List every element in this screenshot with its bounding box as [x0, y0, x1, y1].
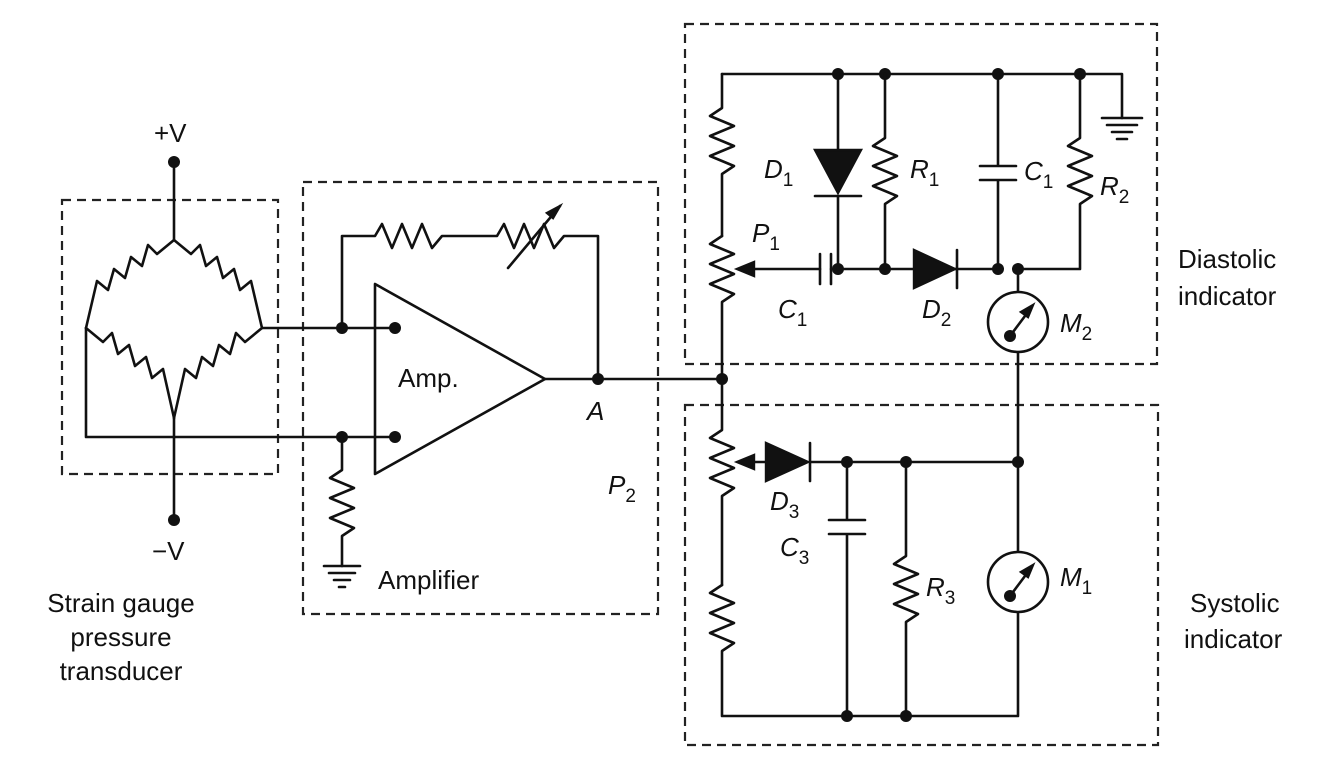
- m2-label: M2: [1060, 308, 1092, 345]
- op-amp-triangle: [373, 282, 547, 476]
- d3-label: D3: [770, 486, 799, 523]
- transducer-caption-line2: pressure: [70, 622, 171, 652]
- diastolic-circuit: [708, 68, 1144, 464]
- c3-label: C3: [780, 532, 809, 569]
- systolic-circuit: [708, 377, 1050, 722]
- r2-label: R2: [1100, 171, 1129, 208]
- d2-label: D2: [922, 294, 951, 331]
- negative-supply-label: −V: [152, 536, 185, 566]
- diastolic-caption-line2: indicator: [1178, 281, 1277, 311]
- amp-symbol-label: Amp.: [398, 363, 459, 393]
- p2-label: P2: [608, 470, 636, 507]
- amplifier-stage: [322, 202, 724, 589]
- c1-series-label: C1: [778, 294, 807, 331]
- amplifier-box: [301, 180, 660, 616]
- positive-supply-label: +V: [154, 118, 187, 148]
- diastolic-caption-line1: Diastolic: [1178, 244, 1276, 274]
- meter-m2: [986, 290, 1050, 354]
- d1-label: D1: [764, 154, 793, 191]
- p1-label: P1: [752, 218, 780, 255]
- meter-m1: [986, 550, 1050, 614]
- transducer-caption-line1: Strain gauge: [47, 588, 194, 618]
- systolic-caption-line2: indicator: [1184, 624, 1283, 654]
- strain-gauge-bridge: [84, 156, 344, 526]
- r1-label: R1: [910, 154, 939, 191]
- amplifier-caption: Amplifier: [378, 565, 479, 595]
- systolic-caption-line1: Systolic: [1190, 588, 1280, 618]
- node-a-label: A: [585, 396, 604, 426]
- transducer-box: [60, 198, 280, 476]
- systolic-box: [683, 403, 1160, 747]
- transducer-caption-line3: transducer: [60, 656, 183, 686]
- m1-label: M1: [1060, 562, 1092, 599]
- r3-label: R3: [926, 572, 955, 609]
- c1-top-label: C1: [1024, 156, 1053, 193]
